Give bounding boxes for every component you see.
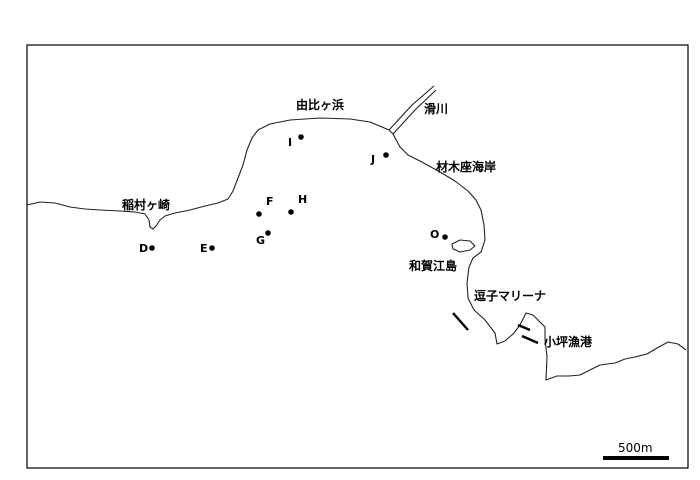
point-d-marker bbox=[149, 245, 155, 251]
place-inamuragasaki: 稲村ヶ崎 bbox=[122, 197, 170, 212]
point-f-marker bbox=[256, 211, 262, 217]
place-wakaejima: 和賀江島 bbox=[408, 258, 457, 273]
place-kotsubo: 小坪漁港 bbox=[544, 334, 593, 349]
point-j-label: J bbox=[370, 153, 375, 166]
place-namerikawa: 滑川 bbox=[424, 101, 448, 116]
zushi-marina-breakwater bbox=[452, 312, 469, 331]
place-zushi-marina: 逗子マリーナ bbox=[474, 288, 546, 303]
point-g-marker bbox=[265, 230, 271, 236]
namerikawa-river-bank-east bbox=[392, 89, 437, 135]
point-i-label: I bbox=[288, 136, 292, 149]
namerikawa-river-bank-west bbox=[388, 85, 435, 131]
scale-bar bbox=[603, 456, 669, 460]
point-f-label: F bbox=[266, 195, 274, 208]
place-yuigahama: 由比ヶ浜 bbox=[296, 97, 344, 112]
point-g-label: G bbox=[256, 234, 265, 247]
map-frame bbox=[26, 44, 689, 469]
point-h-label: H bbox=[298, 193, 307, 206]
point-h-marker bbox=[288, 209, 294, 215]
point-d-label: D bbox=[139, 242, 148, 255]
place-zaimokuza: 材木座海岸 bbox=[435, 159, 496, 174]
scale-label: 500m bbox=[618, 441, 653, 455]
point-o-label: O bbox=[430, 228, 439, 241]
point-e-label: E bbox=[200, 242, 208, 255]
kotsubo-breakwater-lower bbox=[521, 334, 539, 345]
wakaejima-island bbox=[451, 239, 476, 253]
point-i-marker bbox=[298, 134, 304, 140]
point-o-marker bbox=[442, 234, 448, 240]
kotsubo-breakwater-upper bbox=[517, 323, 531, 332]
coastline bbox=[26, 117, 687, 381]
point-j-marker bbox=[383, 152, 389, 158]
point-e-marker bbox=[209, 245, 215, 251]
